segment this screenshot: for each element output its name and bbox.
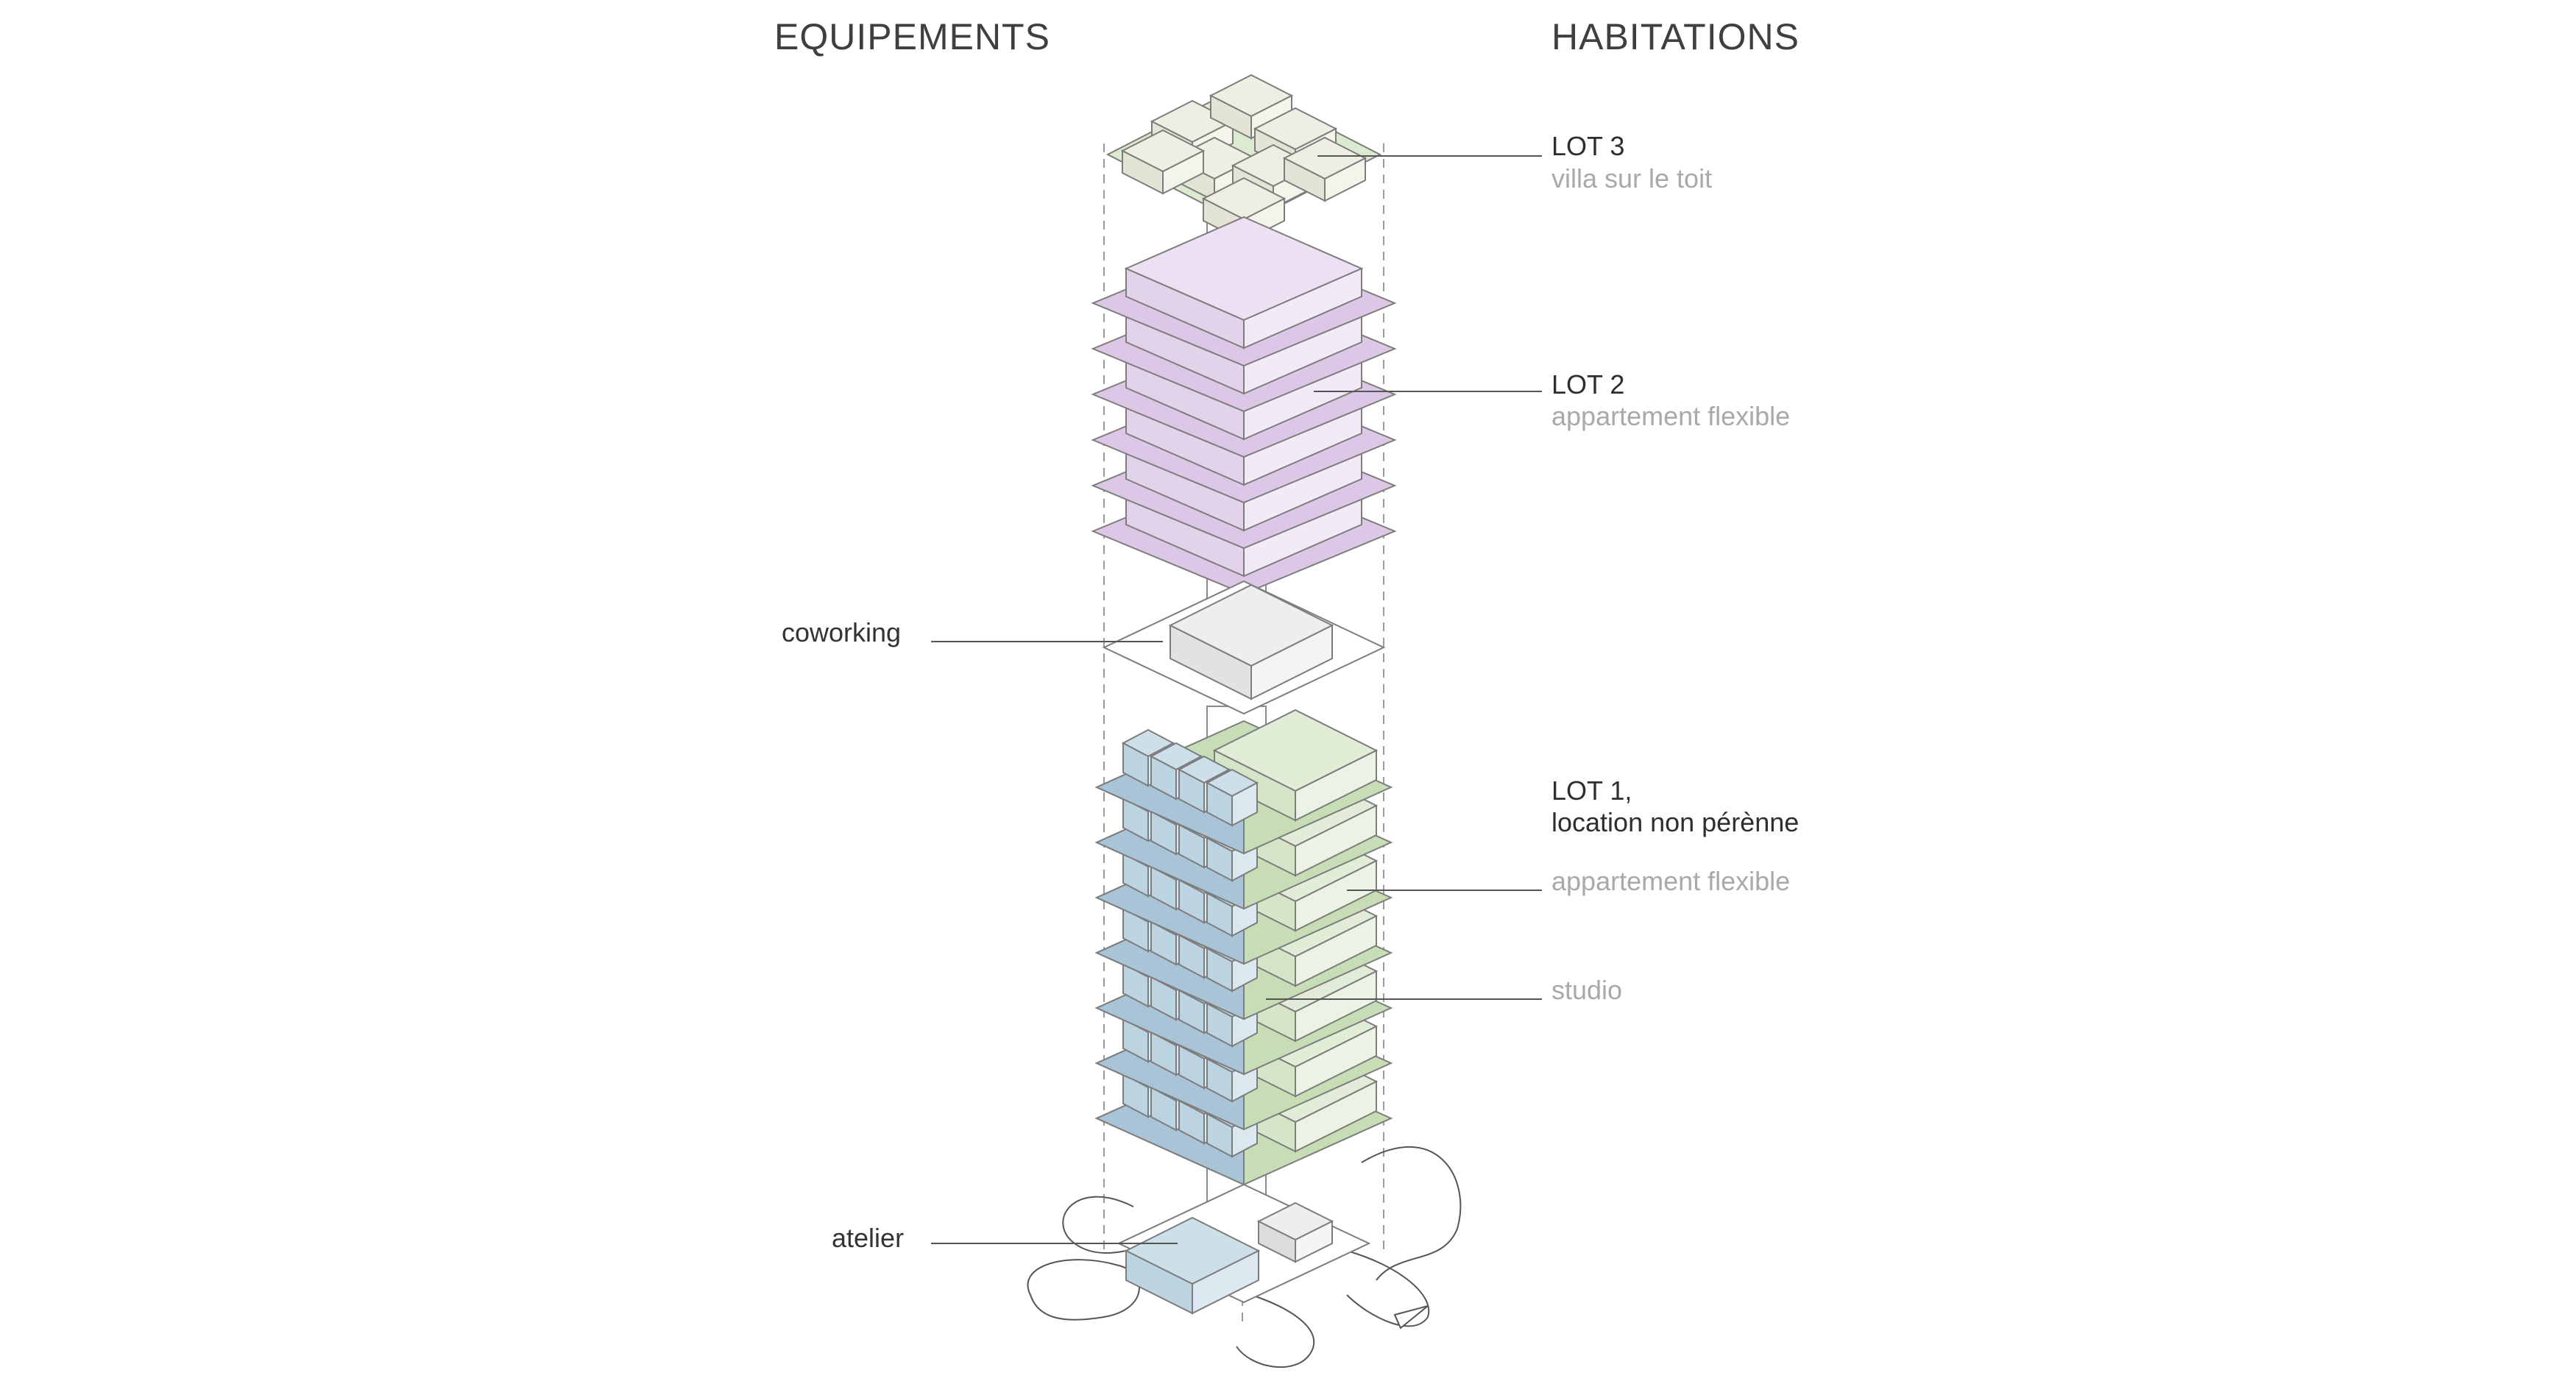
coworking-volume-right xyxy=(1250,624,1333,700)
lot1-green-volume-6-right xyxy=(1295,749,1377,822)
lot2-floor-volume-5-right xyxy=(1243,267,1362,349)
north-arrow-icon xyxy=(1393,1305,1429,1329)
atelier-label: atelier xyxy=(832,1223,905,1253)
coworking-floor xyxy=(1102,580,1386,715)
lot1-green-volume-3-right xyxy=(1295,915,1377,987)
atelier-volume xyxy=(1117,1183,1371,1315)
coworking-label: coworking xyxy=(782,617,902,647)
lot3-rooftop-villas xyxy=(1105,74,1382,243)
heading-equipements: EQUIPEMENTS xyxy=(774,16,1050,57)
lot1-green-volume-5-right xyxy=(1295,804,1377,877)
lot1-title-line1: LOT 1, xyxy=(1551,775,1632,806)
villa-block-6-right xyxy=(1162,149,1204,195)
lot1-green-volume-2-right xyxy=(1295,970,1377,1043)
lot2-title: LOT 2 xyxy=(1551,369,1625,400)
lot1-green-volume-0-right xyxy=(1295,1080,1377,1153)
ground-annex-box-right xyxy=(1295,1220,1333,1263)
lot2-subtitle: appartement flexible xyxy=(1551,401,1791,431)
leader-lines xyxy=(931,155,1542,1244)
lot3-subtitle: villa sur le toit xyxy=(1551,163,1713,194)
heading-habitations: HABITATIONS xyxy=(1551,16,1800,57)
lot1-green-volume-1-right xyxy=(1295,1025,1377,1098)
lot3-title: LOT 3 xyxy=(1551,131,1625,161)
atelier-box-right xyxy=(1192,1249,1259,1315)
villa-block-7-right xyxy=(1324,157,1366,202)
lot1-item-flexible: appartement flexible xyxy=(1551,866,1791,896)
lot1-studio-and-flexible-floors xyxy=(1094,709,1393,1186)
lot1-item-studio: studio xyxy=(1551,975,1623,1005)
lot1-title-line2: location non pérènne xyxy=(1551,807,1800,837)
lot1-studio-6-3-right xyxy=(1231,781,1258,827)
lot2-flexible-floors xyxy=(1091,216,1397,595)
